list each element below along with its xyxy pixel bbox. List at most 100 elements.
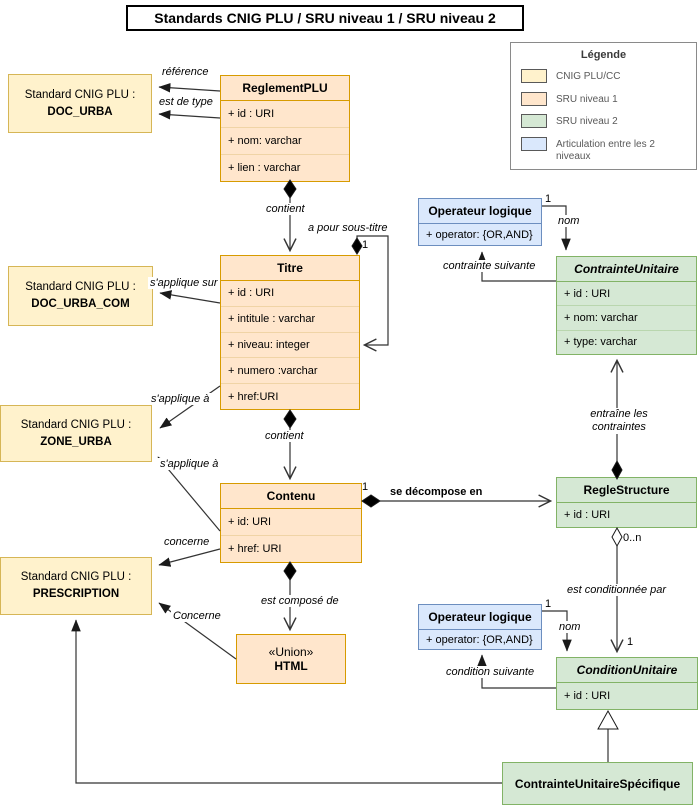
class-reglementplu: ReglementPLU + id : URI + nom: varchar +… (220, 75, 350, 182)
class-title: ContrainteUnitaire (557, 257, 696, 282)
attribute-list: + id : URI (557, 503, 696, 527)
edge-label-contient-titre: contient (264, 203, 307, 215)
edge-label-nom-condition: nom (557, 621, 583, 633)
edge-label-est-compose-de: est composé de (259, 595, 341, 607)
multiplicity-nom-contrainte: 1 (545, 193, 552, 205)
class-title: «Union» HTML (237, 640, 345, 678)
class-title: ContrainteUnitaireSpécifique (514, 776, 681, 791)
attribute-list: + id : URI + nom: varchar + lien : varch… (221, 101, 349, 181)
edge-label-entraine-les-contraintes: entraîne les contraintes (577, 408, 661, 435)
note-prefix: Standard CNIG PLU : (20, 418, 132, 431)
edge-reference (158, 82, 221, 93)
edge-label-s-applique-a-contenu: s'applique à (158, 458, 221, 470)
edge-label-est-de-type: est de type (157, 96, 215, 108)
legend-swatch-sru1 (521, 91, 547, 106)
edge-label-s-applique-sur: s'applique sur (148, 277, 220, 289)
legend-item-sru1: SRU niveau 1 (521, 91, 696, 107)
class-contrainte-unitaire: ContrainteUnitaire + id : URI + nom: var… (556, 256, 697, 355)
class-title: ConditionUnitaire (557, 658, 697, 683)
legend-swatch-cnig (521, 69, 547, 83)
edge-label-concerne-contenu: concerne (162, 536, 212, 548)
diamond-contient-contenu (283, 409, 297, 429)
edge-label-reference: référence (160, 66, 211, 78)
class-titre: Titre + id : URI + intitule : varchar + … (220, 255, 360, 410)
note-prescription: Standard CNIG PLU : PRESCRIPTION (0, 557, 152, 615)
class-contrainte-unitaire-specifique: ContrainteUnitaireSpécifique (502, 762, 693, 805)
note-prefix: Standard CNIG PLU : (24, 88, 136, 101)
edge-label-contient-contenu: contient (263, 430, 306, 442)
note-code: DOC_URBA (47, 105, 113, 118)
diamond-aggregation-0n (611, 526, 623, 548)
legend-label: Articulation entre les 2 niveaux (556, 138, 655, 163)
edge-label-a-pour-sous-titre: a pour sous-titre (306, 222, 390, 234)
attribute-list: + operator: {OR,AND} (419, 630, 541, 649)
legend-label: SRU niveau 2 (556, 116, 618, 127)
class-operateur-logique-2: Operateur logique + operator: {OR,AND} (418, 604, 542, 650)
attribute: + nom: varchar (557, 305, 696, 329)
class-title: ReglementPLU (221, 76, 349, 101)
note-prefix: Standard CNIG PLU : (20, 571, 132, 584)
attribute: + niveau: integer (221, 331, 359, 358)
class-title: RegleStructure (557, 478, 696, 503)
attribute: + type: varchar (557, 329, 696, 354)
legend-item-sru2: SRU niveau 2 (521, 114, 696, 129)
note-code: DOC_URBA_COM (31, 298, 130, 310)
legend-label: SRU niveau 1 (556, 93, 618, 105)
edge-label-contrainte-suivante: contrainte suivante (441, 260, 538, 272)
legend-item-articulation: Articulation entre les 2 niveaux (521, 136, 696, 164)
diamond-contient-titre (283, 179, 297, 199)
note-code: PRESCRIPTION (32, 588, 120, 600)
edge-label-condition-suivante: condition suivante (444, 666, 537, 678)
diamond-sous-titre (351, 237, 363, 255)
legend-swatch-sru2 (521, 114, 547, 128)
note-code: ZONE_URBA (40, 435, 112, 448)
diamond-est-compose (283, 561, 297, 581)
edge-s-applique-sur (159, 290, 221, 304)
legend-title: Légende (580, 49, 627, 61)
legend-item-cnig: CNIG PLU/CC (521, 69, 696, 84)
diamond-se-decompose (361, 494, 381, 508)
attribute: + id: URI (228, 516, 272, 528)
note-prefix: Standard CNIG PLU : (25, 281, 136, 294)
class-contenu: Contenu + id: URI + href: URI (220, 483, 362, 563)
legend: Légende CNIG PLU/CC SRU niveau 1 SRU niv… (510, 42, 697, 170)
attribute: + nom: varchar (221, 127, 349, 154)
class-operateur-logique-1: Operateur logique + operator: {OR,AND} (418, 198, 542, 246)
multiplicity-0n: 0..n (623, 532, 642, 544)
class-title: Operateur logique (419, 605, 541, 630)
attribute: + operator: {OR,AND} (426, 633, 533, 646)
attribute: + id : URI (564, 690, 611, 702)
attribute-list: + id: URI + href: URI (221, 509, 361, 562)
diagram-title: Standards CNIG PLU / SRU niveau 1 / SRU … (126, 5, 524, 31)
edge-label-nom-contrainte: nom (556, 215, 582, 227)
legend-label: CNIG PLU/CC (556, 71, 621, 82)
legend-swatch-articulation (521, 136, 547, 151)
attribute: + href:URI (221, 383, 359, 409)
attribute: + id : URI (228, 287, 275, 300)
triangle-generalization (597, 709, 619, 730)
attribute: + href: URI (221, 535, 361, 562)
edge-label-concerne-html: Concerne (171, 610, 223, 622)
attribute: + lien : varchar (221, 154, 349, 181)
attribute: + intitule : varchar (221, 305, 359, 332)
multiplicity-sous-titre: 1 (362, 239, 369, 251)
class-condition-unitaire: ConditionUnitaire + id : URI (556, 657, 698, 710)
attribute: + numero :varchar (221, 357, 359, 383)
edge-a-pour-sous-titre (356, 235, 389, 352)
edge-nom-contrainte (542, 205, 571, 251)
edge-label-est-conditionnee-par: est conditionnée par (565, 584, 669, 596)
attribute-list: + id : URI + intitule : varchar + niveau… (221, 281, 359, 409)
class-name: HTML (274, 659, 308, 673)
attribute-list: + id : URI (557, 683, 697, 709)
attribute-list: + operator: {OR,AND} (419, 224, 541, 245)
multiplicity-nom-condition: 1 (545, 598, 552, 610)
edge-est-de-type (158, 109, 221, 120)
edge-concerne-contenu (158, 548, 221, 567)
class-title: Contenu (221, 484, 361, 509)
attribute: + id : URI (228, 108, 275, 120)
multiplicity-se-decompose: 1 (362, 481, 369, 493)
attribute-list: + id : URI + nom: varchar + type: varcha… (557, 282, 696, 354)
class-html-union: «Union» HTML (236, 634, 346, 684)
edge-label-s-applique-a-titre: s'applique à (149, 393, 212, 405)
